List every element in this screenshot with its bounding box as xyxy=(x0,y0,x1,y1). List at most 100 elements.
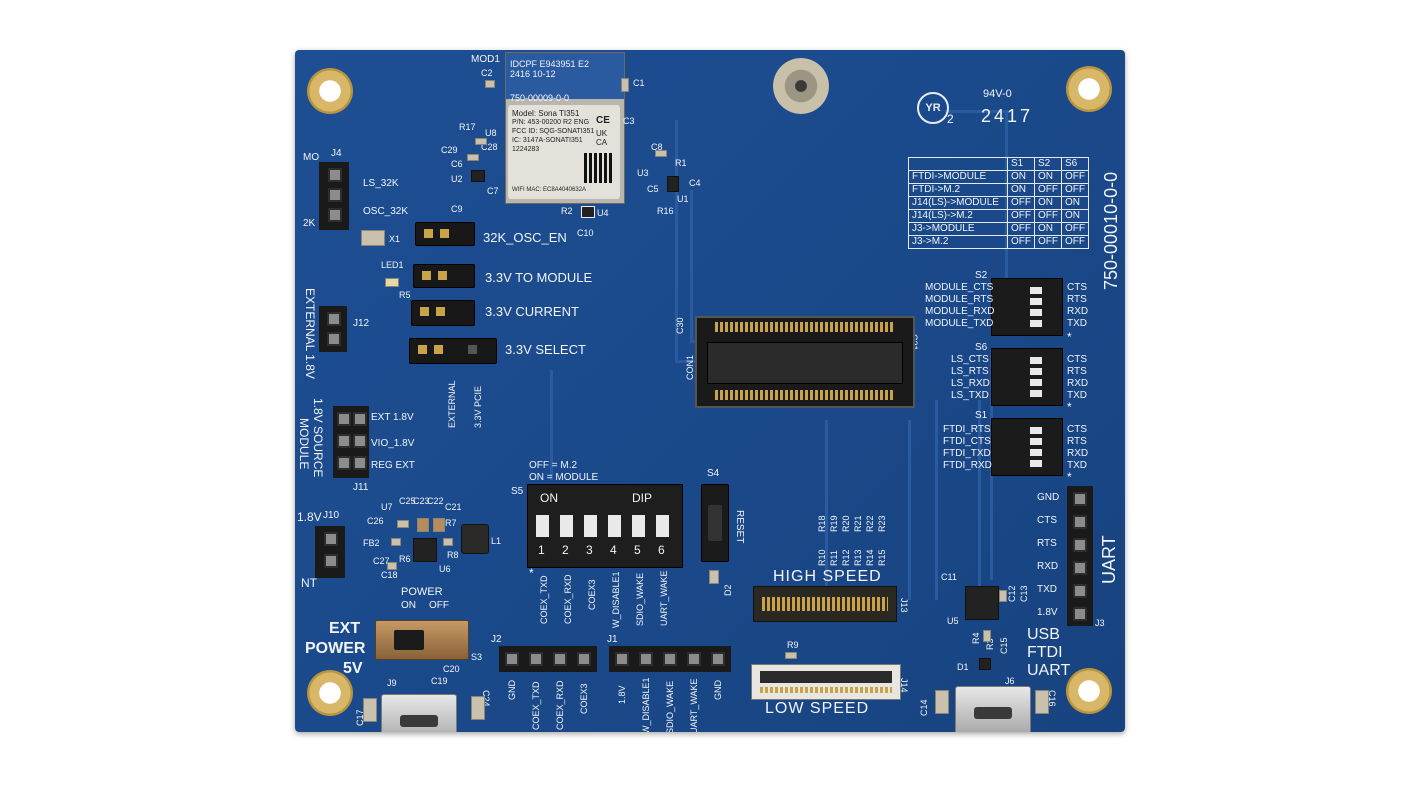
osc-32k-label: OSC_32K xyxy=(363,206,409,217)
pin-header-j1[interactable] xyxy=(609,646,731,672)
mounting-hole-bottom-left xyxy=(307,670,353,716)
j2-signal-4: COEX3 xyxy=(579,683,589,714)
jumper-pin xyxy=(420,307,429,316)
capacitor xyxy=(471,696,485,720)
ic xyxy=(667,176,679,192)
j2-label: J2 xyxy=(491,634,502,645)
capacitor xyxy=(417,518,429,532)
dip-toggle-5[interactable] xyxy=(632,515,645,537)
jumper-32k-osc-en[interactable] xyxy=(415,222,475,246)
s2-left-1: MODULE_CTS xyxy=(925,282,994,293)
pin-header-j2[interactable] xyxy=(499,646,597,672)
j1-signal-4: UART_WAKE xyxy=(689,678,699,732)
jumper-pin xyxy=(422,271,431,280)
1v8-source-label: 1.8V SOURCE xyxy=(311,398,325,478)
m2-connector[interactable] xyxy=(695,316,915,408)
s5-num-3: 3 xyxy=(586,543,593,557)
dip-switch-s1[interactable] xyxy=(991,418,1063,476)
flammability-rating: 94V-0 xyxy=(983,88,1012,100)
table-header-row: S1 S2 S6 xyxy=(908,157,1089,171)
dip-switch-s5[interactable]: ON DIP 1 2 3 4 5 6 xyxy=(527,484,683,568)
s5-signal-1: COEX_TXD xyxy=(539,575,549,624)
dip-switch-s2[interactable] xyxy=(991,278,1063,336)
low-speed-connector[interactable] xyxy=(751,664,901,700)
jumper-3v3-select[interactable] xyxy=(409,338,497,364)
jumper-header-j12[interactable] xyxy=(319,306,347,352)
r9-label: R9 xyxy=(787,640,799,650)
x1-label: X1 xyxy=(389,234,401,244)
2k-label: 2K xyxy=(303,218,316,229)
dip-toggle[interactable] xyxy=(1030,309,1042,316)
reset-button[interactable] xyxy=(701,484,729,562)
jumper-header-j11[interactable] xyxy=(333,406,369,478)
jumper-3v3-to-module[interactable] xyxy=(413,264,475,288)
diode-d2 xyxy=(709,570,719,584)
dip-toggle[interactable] xyxy=(1030,357,1042,364)
table-cell: ON xyxy=(1034,196,1062,210)
uart-pin-header-j3[interactable] xyxy=(1067,486,1093,626)
dip-toggle-6[interactable] xyxy=(656,515,669,537)
table-cell: ON xyxy=(1034,222,1062,236)
dip-toggle-2[interactable] xyxy=(560,515,573,537)
dip-toggle[interactable] xyxy=(1030,287,1042,294)
dip-toggle[interactable] xyxy=(1030,449,1042,456)
power-slide-switch[interactable] xyxy=(375,620,469,660)
header-pin xyxy=(328,168,342,182)
usb-ftdi-port[interactable] xyxy=(955,686,1031,732)
jumper-3v3-current[interactable] xyxy=(411,300,475,326)
standoff xyxy=(773,58,829,114)
header-pin xyxy=(324,554,338,568)
dip-toggle-3[interactable] xyxy=(584,515,597,537)
high-speed-connector[interactable] xyxy=(753,586,897,622)
dip-toggle[interactable] xyxy=(1030,427,1042,434)
jumper-pin xyxy=(438,271,447,280)
dip-toggle-1[interactable] xyxy=(536,515,549,537)
j4-label: J4 xyxy=(331,148,342,159)
header-pin xyxy=(337,456,351,470)
dip-toggle[interactable] xyxy=(1030,320,1042,327)
s2-right-4: TXD xyxy=(1067,318,1087,329)
uart-label: UART xyxy=(1099,535,1119,584)
dip-toggle[interactable] xyxy=(1030,438,1042,445)
high-speed-label: HIGH SPEED xyxy=(773,568,882,585)
s6-label: S6 xyxy=(975,342,988,353)
c20-label: C20 xyxy=(443,664,460,674)
dip-toggle[interactable] xyxy=(1030,460,1042,467)
jumper-header-j4[interactable] xyxy=(319,162,349,230)
ul-mark-text: YR xyxy=(925,102,941,114)
uart-pin-1v8: 1.8V xyxy=(1037,607,1058,618)
table-header-cell: S2 xyxy=(1034,157,1062,171)
j2-signal-2: COEX_TXD xyxy=(531,681,541,730)
jumper-header-j10[interactable] xyxy=(315,526,345,578)
r16-label: R16 xyxy=(657,206,674,216)
usb-power-port[interactable] xyxy=(381,694,457,732)
dip-toggle[interactable] xyxy=(1030,368,1042,375)
dip-toggle[interactable] xyxy=(1030,390,1042,397)
header-pin xyxy=(353,456,367,470)
dip-switch-s6[interactable] xyxy=(991,348,1063,406)
power-slide-knob[interactable] xyxy=(394,630,424,650)
table-cell: OFF xyxy=(1034,209,1062,223)
dip-toggle-4[interactable] xyxy=(608,515,621,537)
reset-button-cap[interactable] xyxy=(708,505,722,541)
capacitor xyxy=(999,590,1007,602)
r5-label: R5 xyxy=(399,290,411,300)
dip-toggle[interactable] xyxy=(1030,379,1042,386)
s2-label: S2 xyxy=(975,270,988,281)
header-pin xyxy=(324,532,338,546)
c9-label: C9 xyxy=(451,204,463,214)
table-cell: ON xyxy=(1007,183,1035,197)
mod1-label: MOD1 xyxy=(471,54,500,65)
dip-toggle[interactable] xyxy=(1030,298,1042,305)
table-cell: OFF xyxy=(1007,222,1035,236)
c2-label: C2 xyxy=(481,68,493,78)
power-label: POWER xyxy=(305,640,366,657)
s2-right-2: RTS xyxy=(1067,294,1087,305)
r1-label: R1 xyxy=(675,158,687,168)
power-switch-title: POWER xyxy=(401,586,443,598)
module-top-mark: IDCPF E943951 E2 2416 10-12 xyxy=(510,59,590,79)
table-cell: ON xyxy=(1061,196,1089,210)
header-pin xyxy=(1073,492,1087,506)
capacitor xyxy=(391,538,401,546)
